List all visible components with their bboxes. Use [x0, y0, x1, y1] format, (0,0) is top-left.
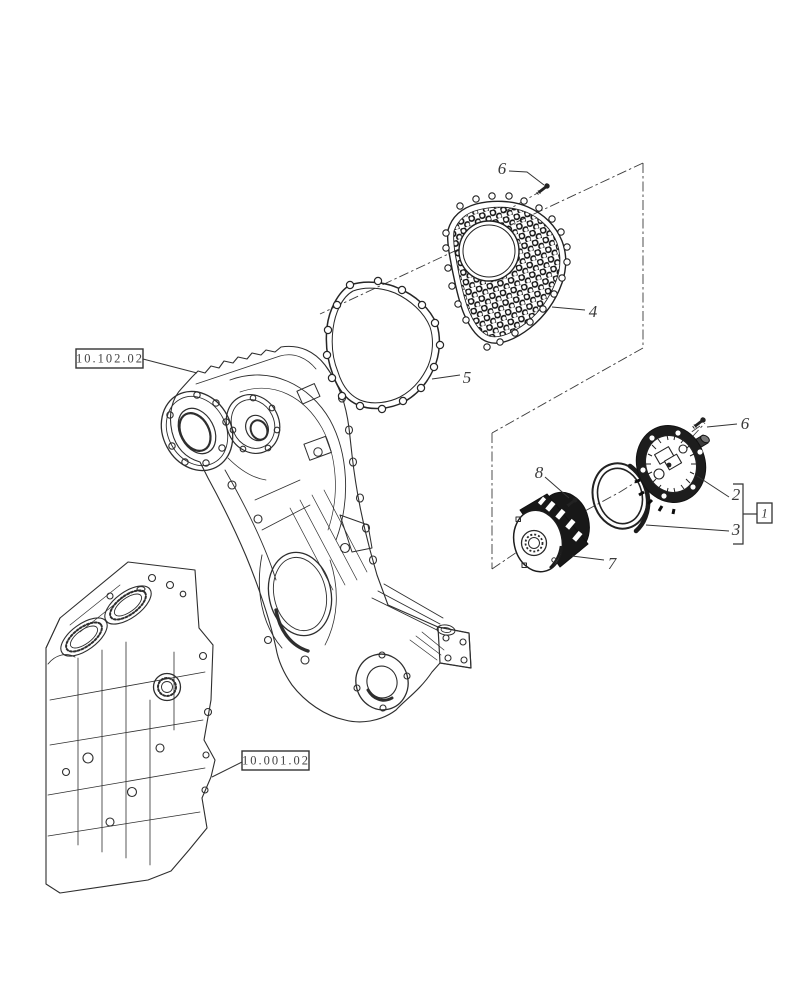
- damper-part: [512, 491, 590, 573]
- leader-ref-bottom: [211, 761, 243, 778]
- leader-6-top: [508, 170, 545, 186]
- ref-code-top: 10.102.02: [76, 352, 144, 366]
- leader-3: [645, 524, 730, 532]
- label-o-ring: 3: [731, 520, 741, 539]
- part-number-labels: 6 4 5 6 8 7 2 3: [463, 159, 750, 573]
- flywheel-housing: [160, 345, 472, 723]
- label-cover-grille: 4: [589, 302, 598, 321]
- screw-right: [692, 417, 706, 429]
- group-number-box: [756, 502, 773, 524]
- pump-cover-part: [634, 425, 710, 515]
- label-pump-cover: 2: [732, 485, 741, 504]
- leader-8: [544, 476, 570, 499]
- assembly-group-bracket: [733, 483, 773, 545]
- label-assembly-group: 1: [761, 506, 768, 521]
- ref-box-bottom: 10.001.02: [241, 750, 310, 771]
- label-screw-right: 6: [741, 414, 750, 433]
- label-plug-screw: 8: [535, 463, 544, 482]
- gasket-part: [322, 276, 445, 414]
- leader-4: [551, 306, 586, 311]
- axis-upper: [319, 162, 644, 315]
- screw-top: [536, 183, 550, 195]
- leader-ref-top: [142, 358, 198, 374]
- engine-block: [45, 561, 216, 894]
- label-screw-top: 6: [498, 159, 507, 178]
- leader-2: [696, 475, 730, 498]
- grille-cover-part: [442, 192, 571, 351]
- ref-code-bottom: 10.001.02: [242, 754, 310, 768]
- label-damper: 7: [608, 554, 618, 573]
- label-gasket: 5: [463, 368, 472, 387]
- screw-right-axis: [682, 425, 701, 439]
- frame-diagonal: [491, 347, 644, 434]
- grille-mesh-face: [453, 207, 560, 337]
- leader-7: [571, 555, 605, 561]
- leader-6-right: [706, 423, 738, 428]
- ref-box-top: 10.102.02: [75, 348, 144, 369]
- leader-5: [431, 374, 461, 380]
- leader-lines: [142, 170, 738, 778]
- plug-screw: [566, 497, 578, 508]
